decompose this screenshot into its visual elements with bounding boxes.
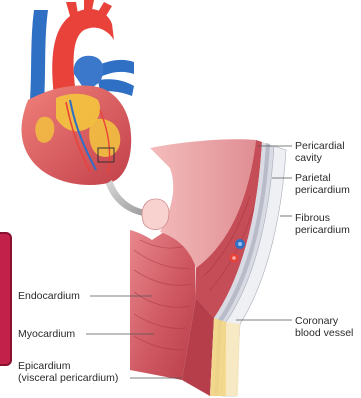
label-endocardium: Endocardium: [18, 290, 80, 302]
heart-illustration: [22, 0, 135, 185]
accent-tab: [0, 232, 12, 366]
label-fibrous-pericardium: Fibrouspericardium: [295, 212, 350, 236]
label-myocardium: Myocardium: [18, 328, 75, 340]
label-pericardial-cavity: Pericardialcavity: [295, 140, 345, 164]
label-parietal-pericardium: Parietalpericardium: [295, 172, 350, 196]
vena-cava: [30, 10, 48, 104]
label-coronary-blood-vessel: Coronaryblood vessel: [295, 315, 353, 339]
heart-wall-block: [130, 139, 286, 396]
label-epicardium: Epicardium(visceral pericardium): [18, 360, 118, 384]
